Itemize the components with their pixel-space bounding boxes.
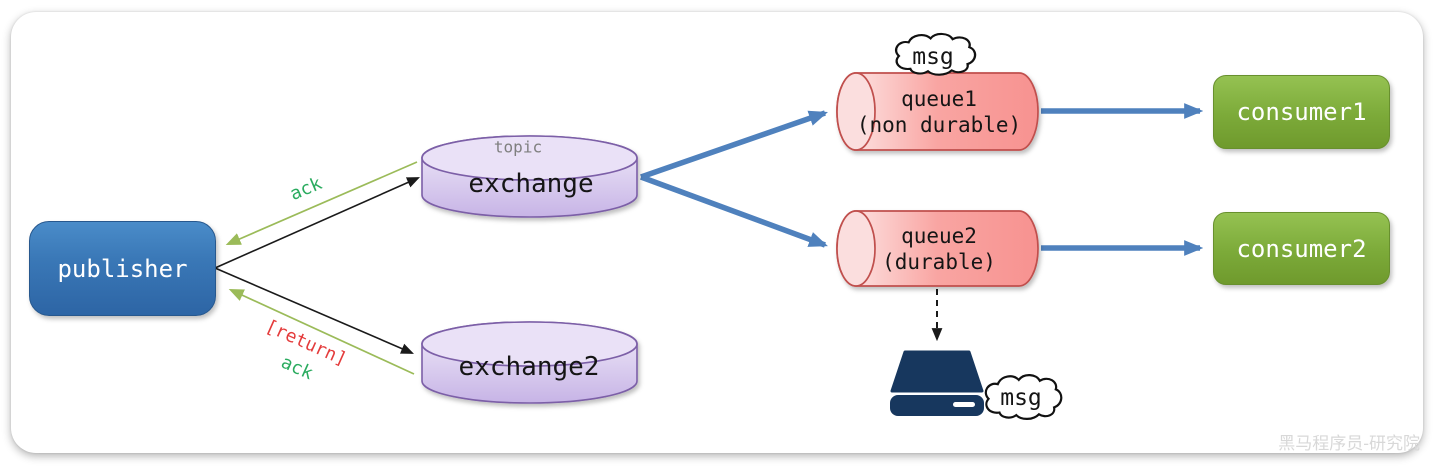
queue1-name: queue1	[901, 87, 977, 111]
queue2-durability: (durable)	[882, 250, 996, 274]
exchange2-label: exchange2	[458, 352, 600, 382]
publisher-label: publisher	[57, 254, 188, 283]
consumer2-node: consumer2	[1213, 212, 1390, 285]
arrow-exchange-to-queue2	[640, 174, 828, 248]
exchange2-cylinder	[421, 321, 638, 404]
queue2-label: queue2 (durable)	[882, 223, 996, 275]
disk-icon	[890, 350, 984, 416]
watermark-text: 黑马程序员-研究院	[1278, 434, 1420, 454]
consumer2-label: consumer2	[1236, 234, 1367, 263]
publisher-node: publisher	[29, 221, 216, 316]
consumer1-node: consumer1	[1213, 75, 1390, 149]
exchange-cylinder	[421, 135, 638, 218]
arrow-publisher-to-exchange2	[214, 267, 414, 354]
queue2-name: queue2	[901, 224, 977, 248]
queue1-cylinder	[836, 72, 1039, 151]
msg-cloud-top-label: msg	[912, 44, 954, 70]
queue2-cylinder	[836, 210, 1039, 287]
arrow-publisher-to-exchange	[214, 177, 420, 269]
queue1-durability: (non durable)	[856, 113, 1022, 137]
exchange-type-label: topic	[493, 137, 543, 157]
exchange-label: exchange	[468, 169, 594, 199]
arrow-ack-exchange-to-publisher	[225, 161, 418, 245]
queue1-label: queue1 (non durable)	[857, 86, 1021, 138]
consumer1-label: consumer1	[1236, 98, 1367, 126]
arrow-ack-exchange2-to-publisher	[228, 288, 415, 375]
arrow-exchange-to-queue1	[640, 110, 828, 180]
diagram-card	[11, 12, 1423, 453]
msg-cloud-bottom-label: msg	[1000, 385, 1042, 411]
